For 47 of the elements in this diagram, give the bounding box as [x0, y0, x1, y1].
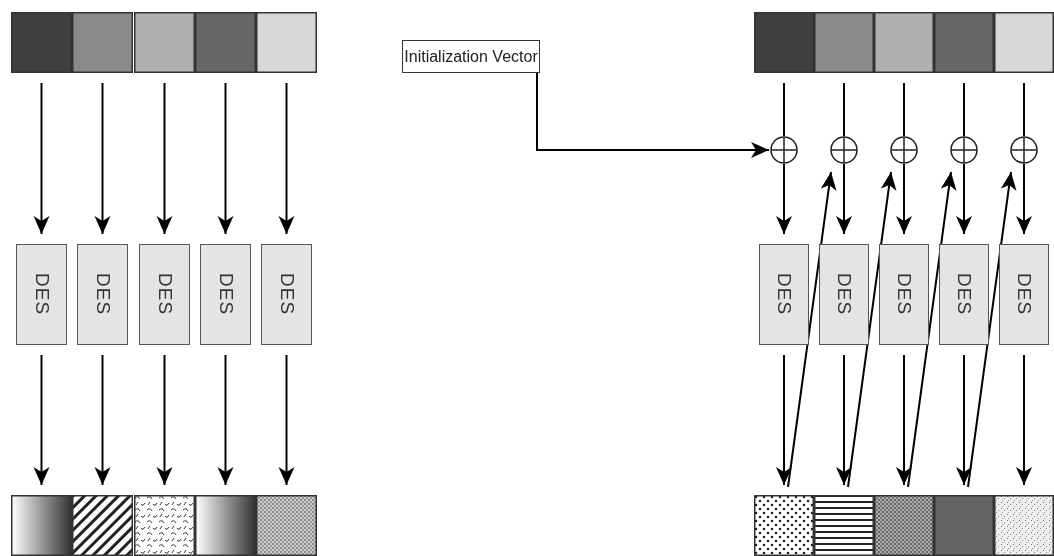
arrow [33, 354, 50, 486]
arrow [1016, 163, 1032, 235]
cipher-label: DES [153, 273, 176, 316]
cipher-box [879, 244, 929, 345]
cipher-label: DES [30, 273, 53, 316]
arrow [776, 354, 792, 486]
cipher-label: DES [773, 273, 795, 316]
cipher-box [200, 244, 251, 345]
arrow [156, 354, 173, 486]
arrow [217, 354, 234, 486]
arrow [1016, 354, 1032, 486]
arrow [787, 171, 837, 488]
cipher-box [261, 244, 312, 345]
cipher-box [139, 244, 190, 345]
arrow [896, 354, 912, 486]
cipher-label: DES [953, 273, 975, 316]
cipher-box [939, 244, 989, 345]
arrow [94, 82, 111, 235]
arrow [536, 72, 770, 158]
cipher-label: DES [91, 273, 114, 316]
cipher-box [759, 244, 809, 345]
cipher-box [77, 244, 128, 345]
cipher-label: DES [893, 273, 915, 316]
arrow [278, 82, 295, 235]
arrow [956, 163, 972, 235]
cipher-box [819, 244, 869, 345]
arrow [156, 82, 173, 235]
arrow [847, 171, 897, 488]
cipher-label: DES [1013, 273, 1035, 316]
arrow [776, 163, 792, 235]
arrow [836, 354, 852, 486]
arrow [94, 354, 111, 486]
input-box [402, 40, 540, 73]
cipher-box [16, 244, 67, 345]
arrow [33, 82, 50, 235]
cipher-label: DES [833, 273, 855, 316]
arrow [907, 171, 957, 488]
cipher-box [999, 244, 1049, 345]
arrow [896, 163, 912, 235]
arrow [836, 163, 852, 235]
arrow [217, 82, 234, 235]
box-label: Initialization Vector [404, 47, 538, 66]
arrow [956, 354, 972, 486]
arrow [967, 171, 1017, 488]
cipher-label: DES [275, 273, 298, 316]
cipher-label: DES [214, 273, 237, 316]
arrow [278, 354, 295, 486]
